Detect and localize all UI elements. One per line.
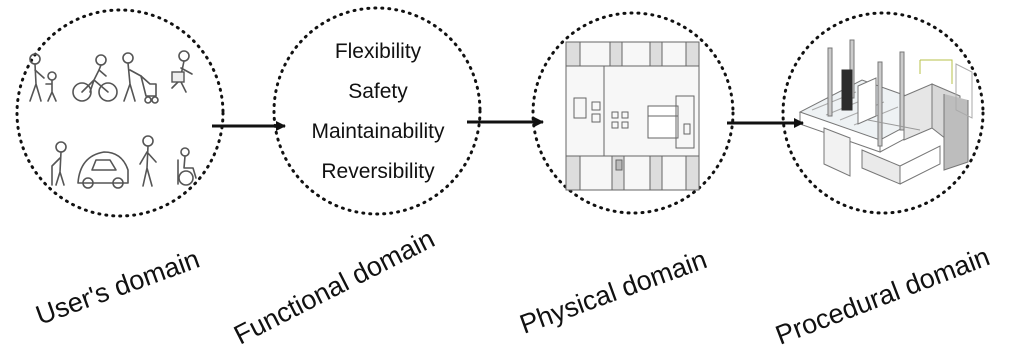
users-domain-group: User's domain (15, 8, 225, 331)
procedural-domain-circle (781, 11, 985, 215)
functional-domain-circle (272, 6, 482, 216)
users-domain-circle (15, 8, 225, 218)
physical-domain-label: Physical domain (516, 244, 711, 339)
functional-item-safety: Safety (348, 80, 408, 103)
functional-domain-group: Flexibility Safety Maintainability Rever… (229, 6, 482, 350)
physical-domain-group: Physical domain (516, 11, 735, 340)
user-sketches-icon (29, 50, 197, 189)
floor-plan-icon (565, 41, 700, 191)
functional-item-flexibility: Flexibility (335, 40, 422, 63)
functional-item-reversibility: Reversibility (321, 160, 435, 183)
procedural-domain-label: Procedural domain (771, 241, 993, 350)
procedural-domain-group: Procedural domain (771, 11, 994, 351)
isometric-model-icon (798, 39, 973, 185)
functional-item-maintainability: Maintainability (311, 120, 445, 143)
physical-domain-circle (531, 11, 735, 215)
functional-domain-label: Functional domain (229, 223, 439, 350)
users-domain-label: User's domain (32, 244, 204, 331)
